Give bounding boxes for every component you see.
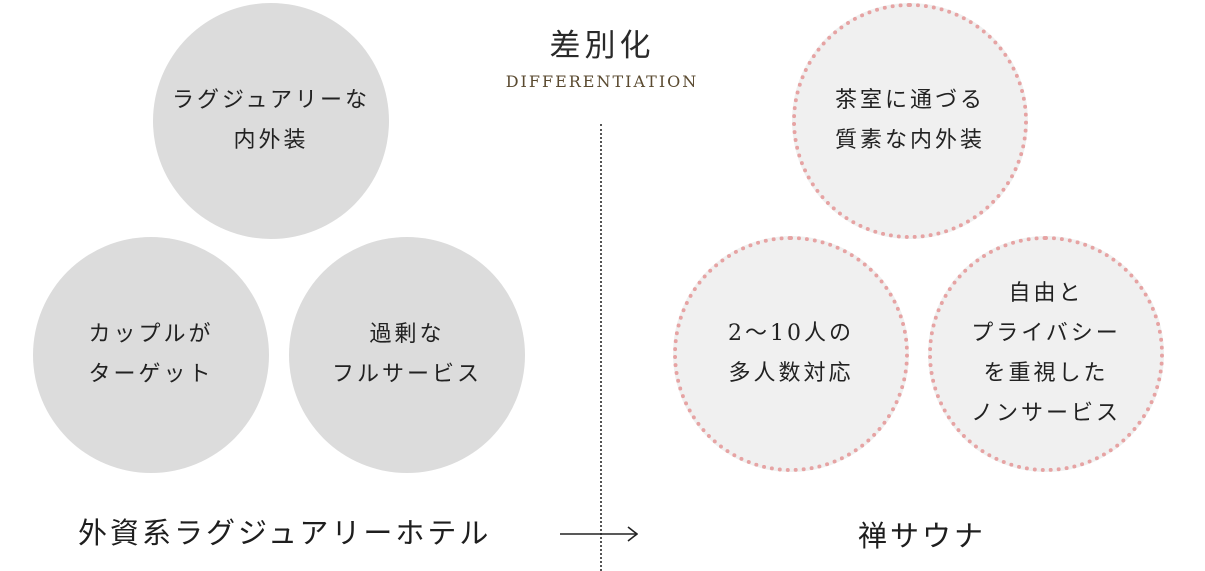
right-circle-privacy: 自由と プライバシー を重視した ノンサービス — [928, 236, 1164, 472]
circle-line: ラグジュアリーな — [171, 88, 371, 113]
right-arrow-icon — [560, 526, 638, 542]
circle-line: 多人数対応 — [728, 361, 854, 386]
heading-title: 差別化 — [549, 28, 655, 64]
left-caption: 外資系ラグジュアリーホテル — [78, 516, 492, 550]
circle-line: ターゲット — [88, 362, 214, 387]
circle-line: 2〜10人の — [728, 321, 854, 346]
circle-line: 質素な内外装 — [834, 128, 985, 153]
left-circle-service: 過剰な フルサービス — [289, 237, 525, 473]
circle-line: 自由と — [1008, 281, 1084, 306]
dotted-divider — [600, 124, 602, 571]
left-circle-target: カップルが ターゲット — [33, 237, 269, 473]
circle-line: ノンサービス — [970, 401, 1121, 426]
circle-line: プライバシー — [971, 321, 1121, 346]
right-circle-group: 2〜10人の 多人数対応 — [673, 236, 909, 472]
circle-line: カップルが — [88, 322, 214, 347]
circle-line: を重視した — [983, 361, 1109, 386]
circle-line: フルサービス — [331, 362, 482, 387]
right-circle-interior: 茶室に通づる 質素な内外装 — [792, 3, 1028, 239]
left-circle-interior: ラグジュアリーな 内外装 — [153, 3, 389, 239]
section-heading: 差別化 DIFFERENTIATION — [452, 26, 752, 92]
right-caption: 禅サウナ — [858, 519, 987, 553]
circle-line: 茶室に通づる — [834, 88, 985, 113]
circle-line: 過剰な — [369, 322, 445, 347]
circle-line: 内外装 — [233, 128, 309, 153]
heading-subtitle: DIFFERENTIATION — [505, 72, 699, 91]
